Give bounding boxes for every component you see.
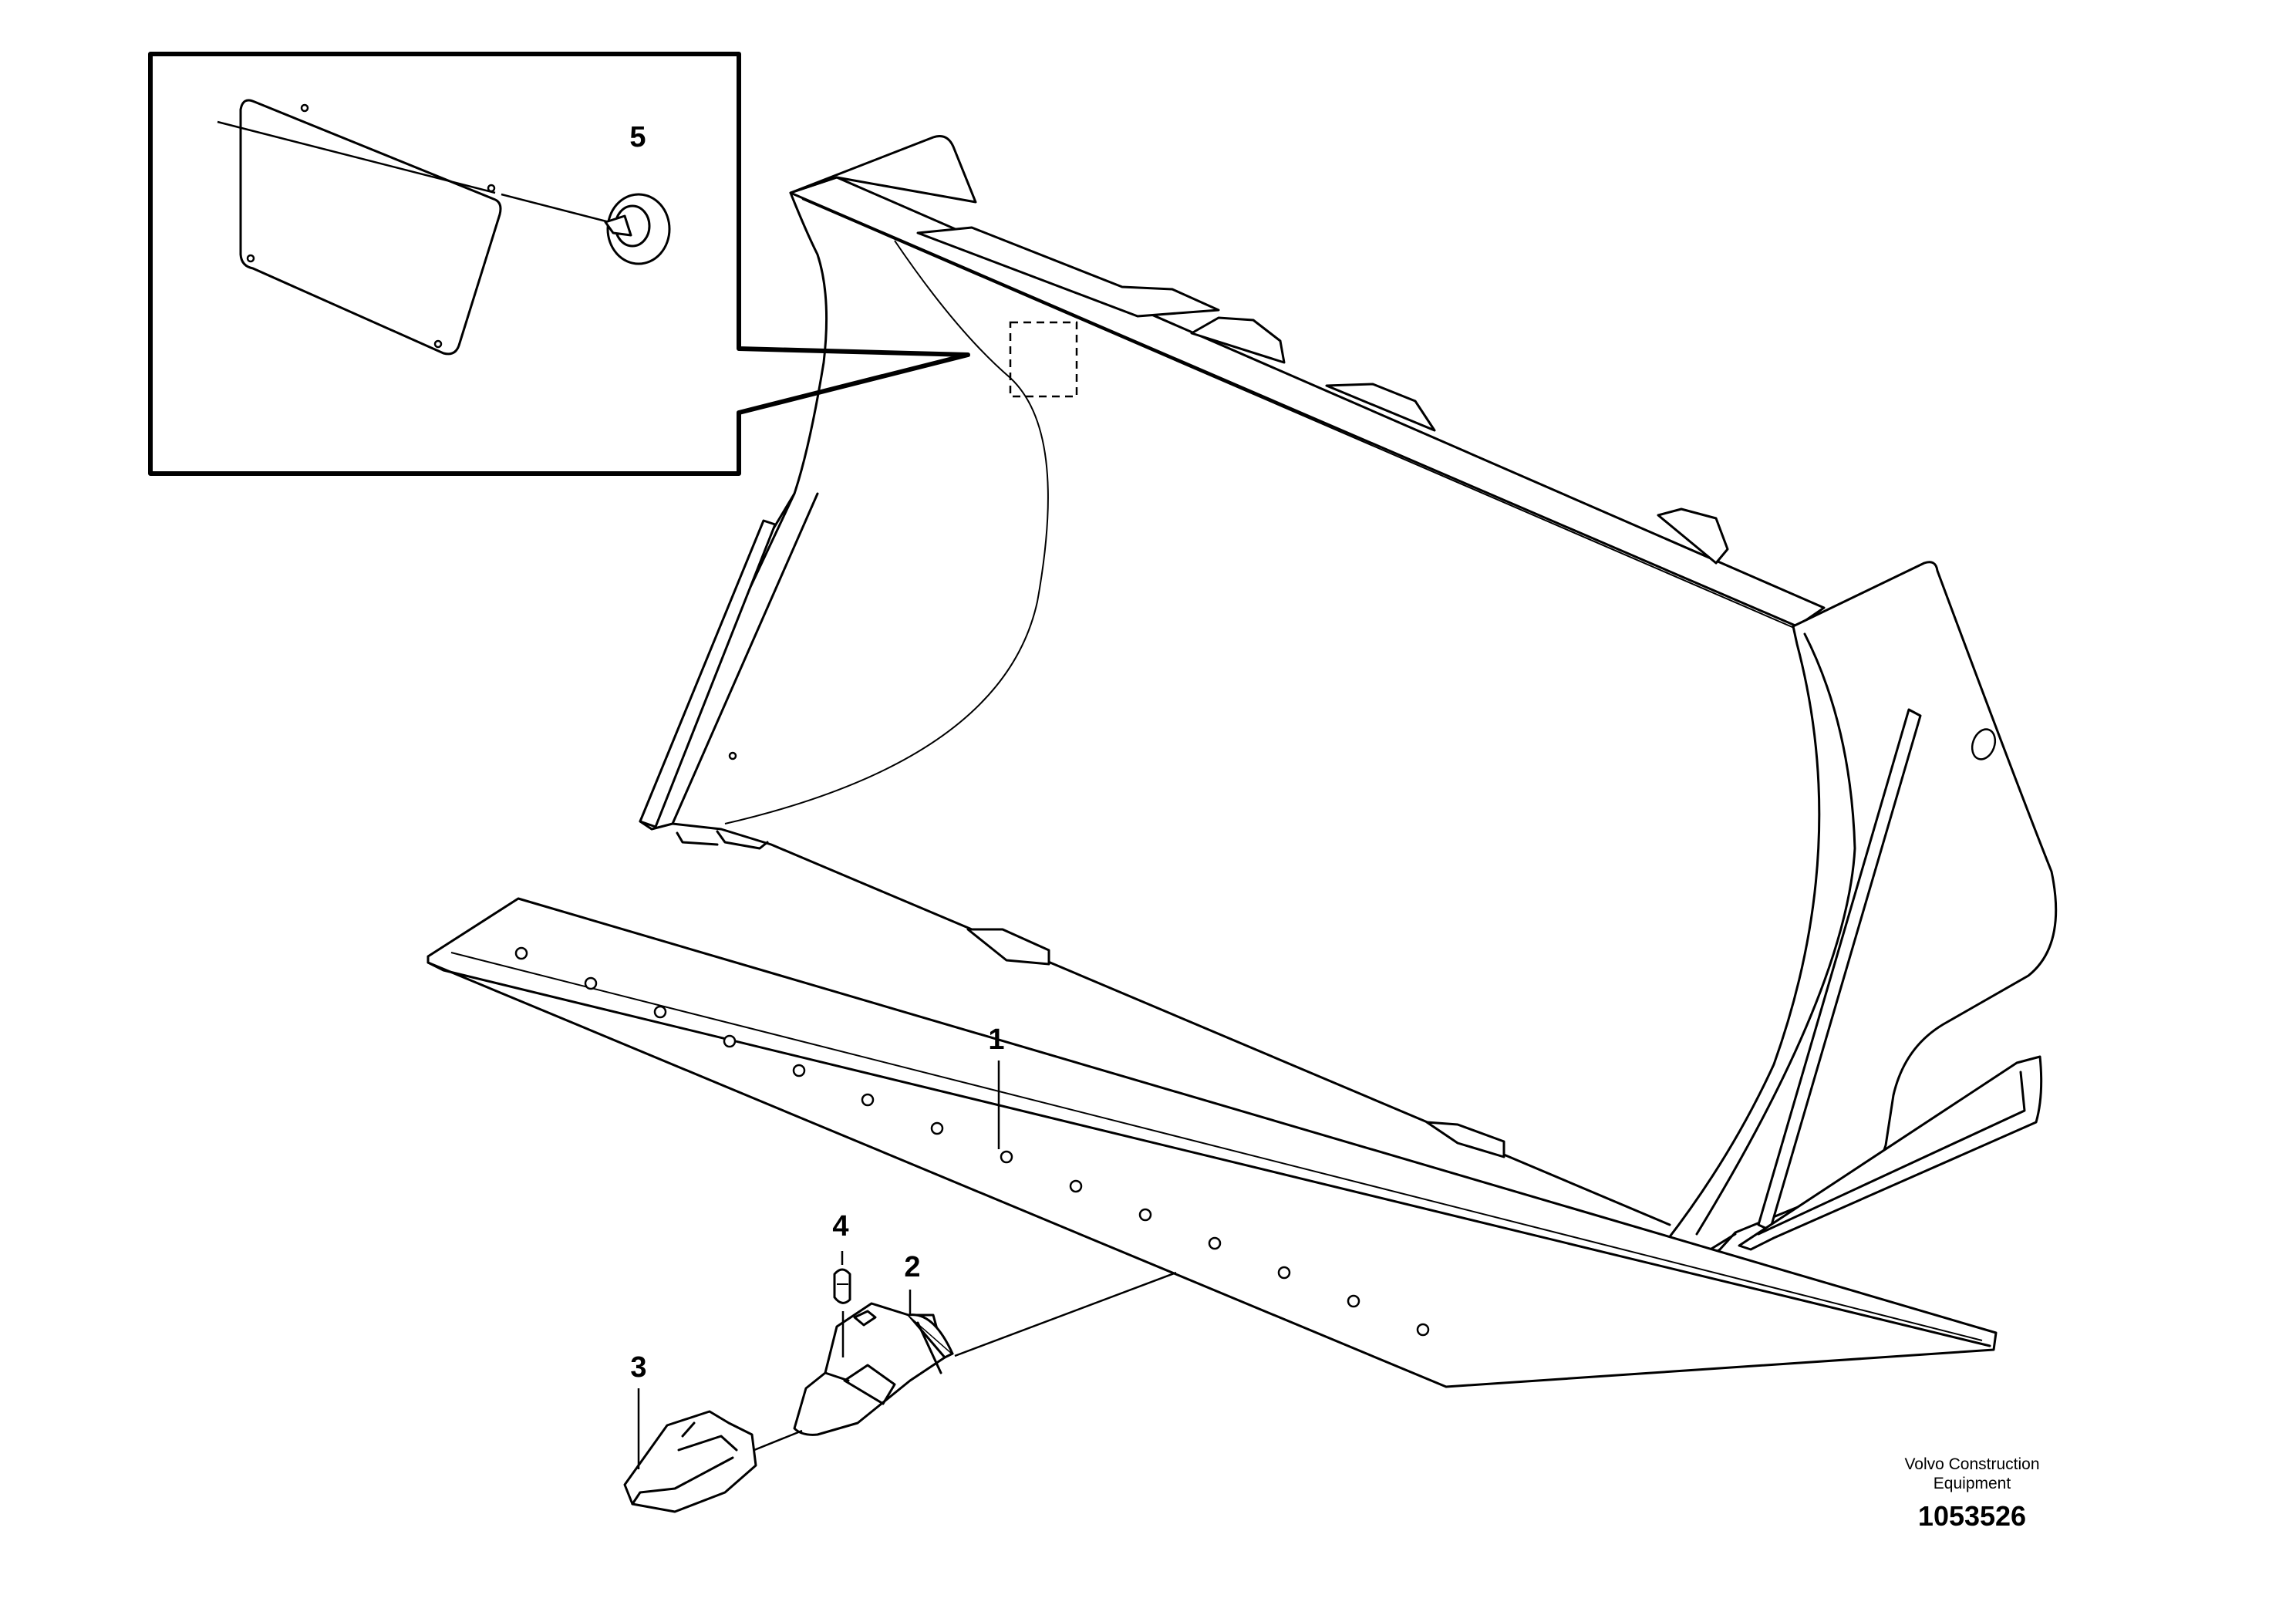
callout-4: 4: [832, 1210, 848, 1243]
drawing-number: 1053526: [1918, 1500, 2026, 1532]
decal-plate: [217, 99, 610, 356]
company-name-line2: Equipment: [1934, 1475, 2011, 1492]
drawing-credit: Volvo Construction Equipment 1053526: [1904, 1455, 2039, 1532]
tooth-adapter: [793, 1302, 954, 1436]
rivet-fastener: [604, 193, 671, 265]
callout-5: 5: [629, 121, 646, 153]
detail-inset: [148, 52, 1078, 476]
callout-3: 3: [630, 1351, 646, 1384]
bucket-tooth: [623, 1410, 757, 1513]
retainer-pin: [833, 1268, 851, 1304]
decal-location-marker: [1009, 321, 1078, 398]
cutting-edge: [426, 897, 1998, 1388]
company-name-line1: Volvo Construction: [1904, 1455, 2039, 1473]
leader-lines: [637, 1061, 1177, 1469]
bucket: [639, 135, 2058, 1274]
callout-2: 2: [904, 1251, 920, 1283]
callout-1: 1: [988, 1023, 1004, 1056]
callout-labels: 5 1 4 2 3: [629, 121, 1004, 1384]
